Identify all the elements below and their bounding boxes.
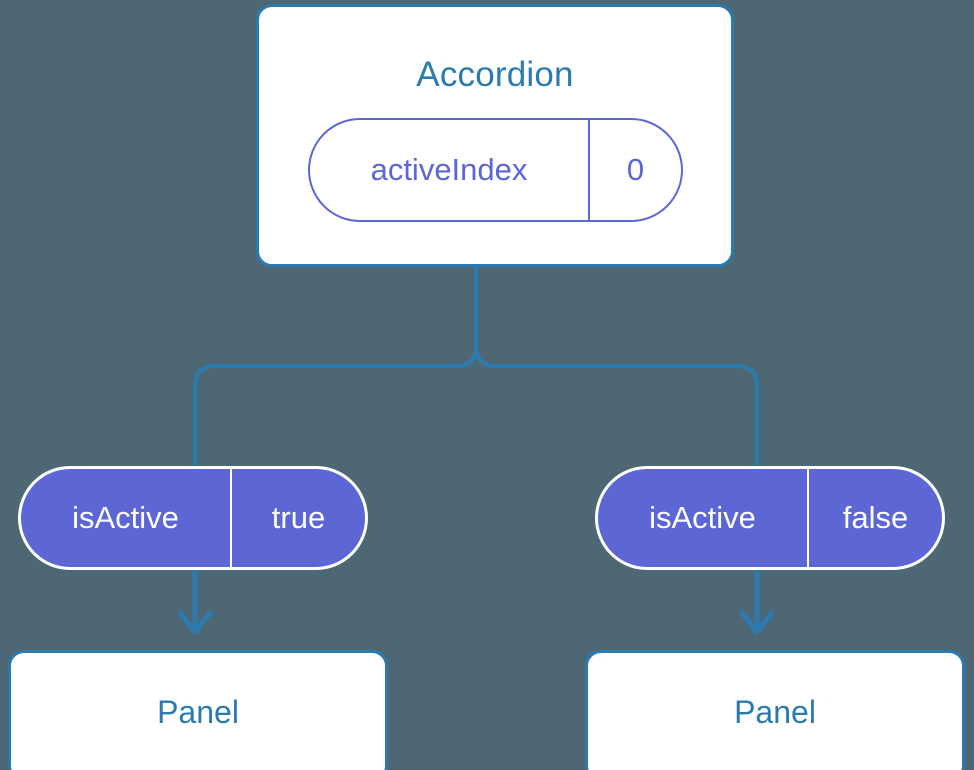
isactive-prop-key-right: isActive [598,469,809,567]
panel-node-label-right: Panel [734,694,816,730]
edge-tree-bar [193,344,759,468]
isactive-prop-pill-right[interactable]: isActive false [595,466,945,570]
activeindex-prop-key: activeIndex [310,120,590,220]
activeindex-prop-value: 0 [626,152,645,187]
panel-node-left[interactable]: Panel [8,650,388,770]
isactive-prop-value-right: false [842,500,909,535]
accordion-node-title: Accordion [416,55,574,94]
panel-node-right[interactable]: Panel [585,650,965,770]
activeindex-prop-pill[interactable]: activeIndex 0 [308,118,683,222]
arrow-right-pill-to-panel [739,569,775,635]
isactive-prop-pill-left[interactable]: isActive true [18,466,368,570]
arrow-left-pill-to-panel [177,569,213,635]
panel-node-label-left: Panel [157,694,239,730]
isactive-prop-value-left: true [271,500,326,535]
isactive-prop-key-left: isActive [21,469,232,567]
